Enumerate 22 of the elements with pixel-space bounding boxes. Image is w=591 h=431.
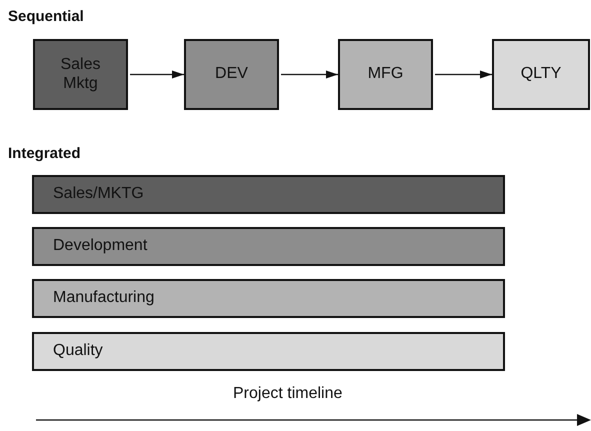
swimlane-bar [32, 332, 505, 371]
box-label: DEV [215, 65, 248, 84]
swimlane-bar [32, 175, 505, 214]
process-box [338, 39, 433, 110]
box-label: Development [53, 237, 148, 256]
swimlane-bar [32, 279, 505, 318]
axis-label: Project timeline [233, 385, 342, 403]
box-label: Quality [53, 342, 103, 361]
swimlane-bar [32, 227, 505, 266]
section-heading: Integrated [8, 145, 81, 162]
arrow [281, 70, 338, 78]
section-heading: Sequential [8, 8, 84, 25]
process-box [184, 39, 279, 110]
process-box [492, 39, 590, 110]
process-box [33, 39, 128, 110]
box-label: Sales/MKTG [53, 185, 144, 204]
arrow [130, 70, 184, 78]
box-label: QLTY [520, 65, 562, 84]
box-label: Sales Mktg [59, 56, 102, 93]
box-label: Manufacturing [53, 289, 154, 308]
box-label: MFG [368, 65, 404, 84]
arrow [435, 70, 492, 78]
